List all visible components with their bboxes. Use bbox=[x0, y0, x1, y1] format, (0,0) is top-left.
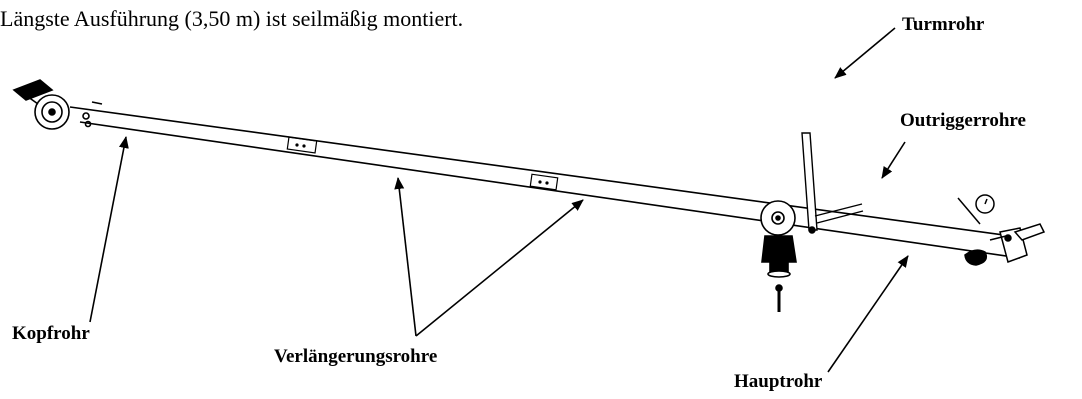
arrow-hauptrohr bbox=[827, 255, 909, 373]
rear-assembly bbox=[957, 194, 1046, 266]
tube-joints bbox=[286, 136, 559, 191]
main-tube bbox=[69, 106, 1021, 259]
label-hauptrohr: Hauptrohr bbox=[734, 371, 823, 392]
arrow-turmrohr bbox=[834, 27, 896, 79]
arrow-verlaengerungsrohre-right bbox=[415, 199, 584, 337]
label-outriggerrohre: Outriggerrohre bbox=[900, 110, 1026, 131]
outrigger-tube bbox=[814, 203, 864, 224]
label-verlaengerungsrohre: Verlängerungsrohre bbox=[274, 346, 438, 367]
arrow-verlaengerungsrohre-left bbox=[394, 177, 417, 337]
label-kopfrohr: Kopfrohr bbox=[12, 323, 90, 344]
label-turmrohr: Turmrohr bbox=[902, 14, 985, 35]
head-assembly bbox=[12, 79, 103, 130]
arrow-kopfrohr bbox=[89, 136, 129, 323]
callout-arrows bbox=[89, 27, 909, 373]
arrow-outriggerrohre bbox=[881, 141, 906, 179]
tower-tube bbox=[801, 132, 818, 234]
center-mount bbox=[760, 200, 797, 312]
caption-text: Längste Ausführung (3,50 m) ist seilmäßi… bbox=[0, 6, 464, 31]
